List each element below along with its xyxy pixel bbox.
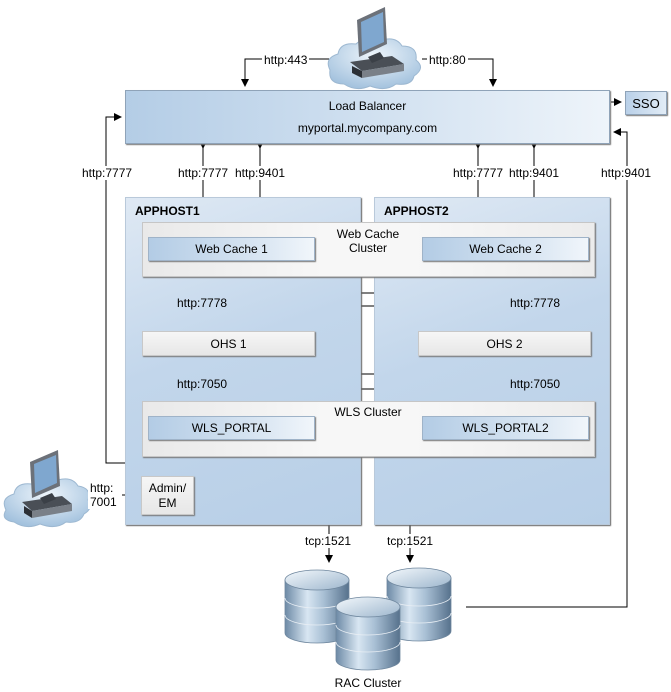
admin-em-line1: Admin/ — [148, 480, 187, 495]
label-db-return: http:9401 — [599, 166, 654, 180]
computer-cloud-icon-top — [327, 7, 421, 90]
web-cache-2: Web Cache 2 — [422, 237, 589, 261]
wls-cluster-label: WLS Cluster — [334, 405, 402, 419]
web-cache-1: Web Cache 1 — [148, 237, 315, 261]
ohs-1: OHS 1 — [142, 331, 315, 356]
apphost2-label: APPHOST2 — [384, 204, 449, 218]
apphost1-label: APPHOST1 — [135, 204, 200, 218]
label-left-return: http:7777 — [80, 166, 135, 180]
label-lb-wc2-7777: http:7777 — [451, 166, 506, 180]
wire-db-return — [466, 128, 628, 608]
sso-node: SSO — [625, 91, 667, 115]
load-balancer: Load Balancer myportal.mycompany.com — [125, 90, 610, 144]
label-admin-port-2: 7001 — [88, 495, 119, 509]
web-cache-cluster-label-line2: Cluster — [348, 241, 387, 255]
wire-left-return — [105, 113, 125, 464]
label-client-https: http:443 — [262, 53, 310, 67]
rac-cluster-label: RAC Cluster — [334, 676, 402, 690]
load-balancer-host: myportal.mycompany.com — [297, 121, 438, 135]
ohs-2: OHS 2 — [418, 331, 591, 356]
web-cache-cluster-label-line1: Web Cache — [336, 227, 400, 241]
wls-portal-2: WLS_PORTAL2 — [422, 416, 589, 440]
web-cache-cluster-label: Web Cache Cluster — [320, 227, 416, 255]
label-client-http: http:80 — [427, 53, 468, 67]
label-wc2-ohs: http:7778 — [510, 296, 561, 310]
label-ohs2-db: tcp:1521 — [385, 534, 436, 548]
database-cylinder-middle — [335, 596, 401, 671]
label-ohs2-wls: http:7050 — [510, 377, 561, 391]
label-wc1-ohs: http:7778 — [177, 296, 228, 310]
database-cylinder-left — [284, 569, 350, 644]
admin-em-line2: EM — [158, 495, 177, 510]
label-lb-wc1-7777: http:7777 — [176, 166, 231, 180]
label-lb-wc2-9401: http:9401 — [507, 166, 562, 180]
load-balancer-title: Load Balancer — [328, 99, 407, 113]
database-cylinder-right — [386, 567, 452, 642]
label-ohs1-wls: http:7050 — [177, 377, 228, 391]
wls-portal-1: WLS_PORTAL — [148, 416, 315, 440]
label-lb-wc1-9401: http:9401 — [233, 166, 288, 180]
database-cylinder-icon — [284, 567, 452, 671]
label-admin-port-1: http: — [88, 481, 116, 495]
admin-em-node: Admin/ EM — [141, 476, 194, 515]
label-ohs1-db: tcp:1521 — [303, 534, 354, 548]
computer-cloud-icon-admin — [3, 450, 91, 528]
